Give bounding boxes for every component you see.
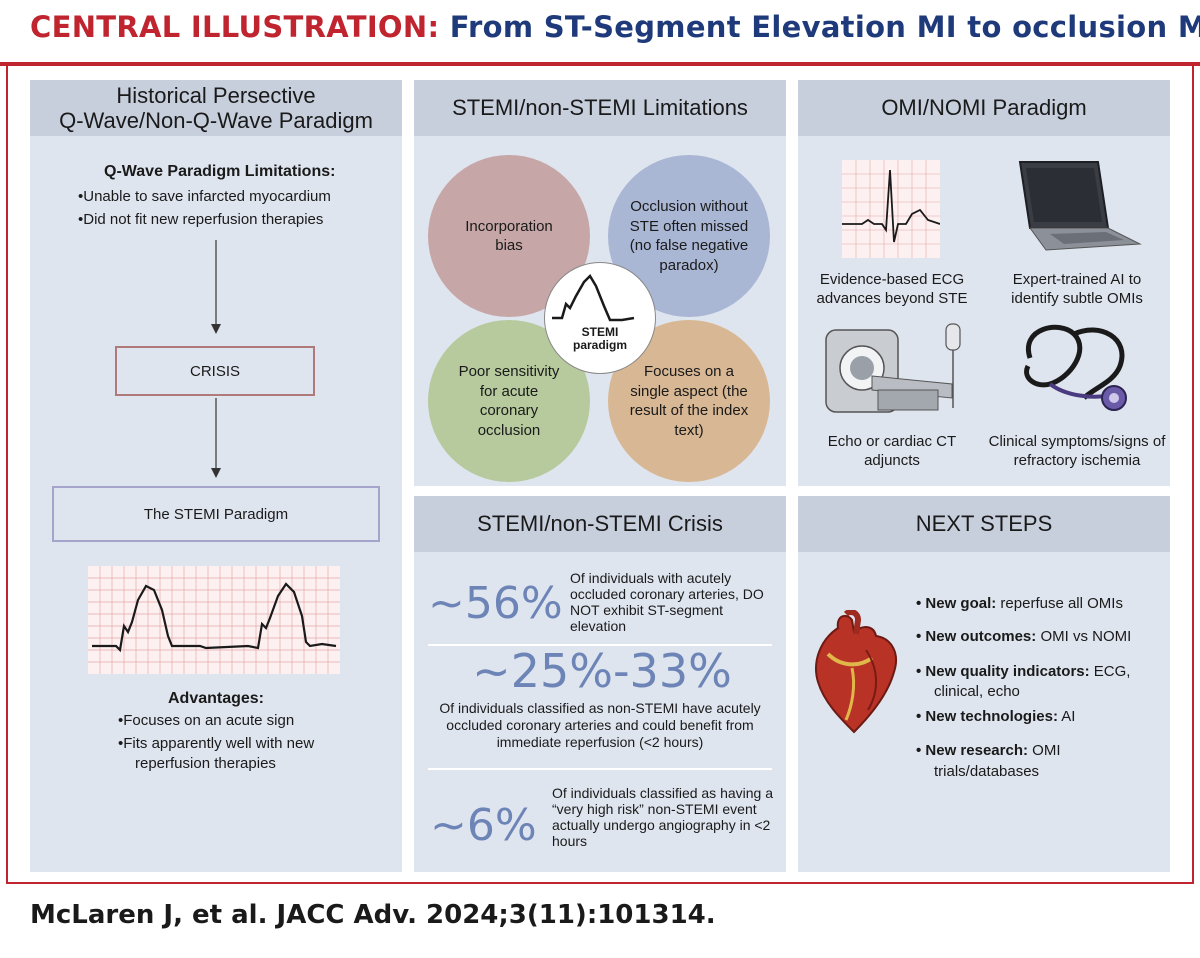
header-label: CENTRAL ILLUSTRATION:: [30, 10, 440, 44]
advantage-2: •Fits apparently well with new: [118, 735, 315, 752]
advantages-heading: Advantages:: [167, 690, 265, 707]
divider: [428, 768, 772, 770]
st-elevation-icon: [552, 273, 635, 322]
next-step-2-label: • New outcomes:: [916, 628, 1037, 645]
next-step-5-label: • New research:: [916, 742, 1028, 759]
ai-caption: Expert-trained AI to identify subtle OMI…: [1011, 271, 1143, 307]
stemi-paradigm-center-label: STEMI paradigm: [572, 325, 627, 352]
limitations-title: STEMI/non-STEMI Limitations: [452, 95, 748, 121]
advantage-1: •Focuses on an acute sign: [118, 712, 295, 729]
omi-panel: [798, 80, 1170, 486]
occlusion-missed-label: Occlusion without STE often missed (no f…: [629, 198, 749, 274]
stat-6-text: Of individuals classified as having a “v…: [552, 785, 774, 849]
next-step-2: • New outcomes: OMI vs NOMI: [916, 627, 1131, 647]
omi-title: OMI/NOMI Paradigm: [881, 95, 1087, 121]
single-aspect-label: Focuses on a single aspect (the result o…: [629, 363, 749, 439]
next-step-3-text: ECG,: [1089, 663, 1131, 680]
incorporation-bias-label: Incorporation bias: [465, 217, 553, 255]
ecg-strip-icon: [88, 566, 340, 674]
crisis-box: CRISIS: [115, 346, 315, 396]
stemi-paradigm-box: The STEMI Paradigm: [52, 486, 380, 542]
clinical-caption: Clinical symptoms/signs of refractory is…: [988, 433, 1166, 469]
next-step-1: • New goal: reperfuse all OMIs: [916, 594, 1123, 614]
ecg-caption: Evidence-based ECG advances beyond STE: [816, 271, 968, 307]
next-step-5: • New research: OMI: [916, 741, 1060, 761]
header-rule: [0, 62, 1200, 66]
crisis-label: CRISIS: [189, 362, 240, 380]
stat-56-value: ~56%: [428, 578, 563, 629]
header-subtitle: From ST-Segment Elevation MI to occlusio…: [449, 10, 1200, 44]
q-wave-limitation-2: •Did not fit new reperfusion therapies: [78, 211, 324, 228]
illustration-frame: CENTRAL ILLUSTRATION: From ST-Segment El…: [0, 0, 1200, 872]
stat-25-value: ~25%-33%: [472, 644, 732, 698]
crisis-panel: [414, 496, 786, 872]
next-step-4-label: • New technologies:: [916, 708, 1058, 725]
divider: [428, 644, 772, 646]
next-step-3: • New quality indicators: ECG,: [916, 662, 1130, 682]
citation: McLaren J, et al. JACC Adv. 2024;3(11):1…: [30, 900, 716, 930]
stat-25-text: Of individuals classified as non-STEMI h…: [439, 700, 761, 750]
stat-56-text: Of individuals with acutely occluded cor…: [570, 570, 764, 634]
ct-scanner-icon: [825, 323, 961, 413]
frame-border: [6, 66, 1194, 884]
next-step-1-label: • New goal:: [916, 595, 997, 612]
next-steps-panel-header: NEXT STEPS: [798, 496, 1170, 552]
next-step-5-text: OMI: [1027, 742, 1061, 759]
ecg-icon: [842, 160, 940, 258]
advantage-2-cont: reperfusion therapies: [135, 755, 276, 772]
q-wave-limitation-1: •Unable to save infarcted myocardium: [78, 188, 331, 205]
poor-sensitivity-label: Poor sensitivity for acute coronary occl…: [458, 363, 560, 439]
historical-title-line1: Historical Persective: [116, 82, 316, 108]
next-step-2-text: OMI vs NOMI: [1036, 628, 1132, 645]
next-steps-title: NEXT STEPS: [915, 511, 1053, 537]
poor-sensitivity-circle: Poor sensitivity for acute coronary occl…: [428, 320, 590, 482]
stethoscope-icon: [1024, 324, 1127, 411]
crisis-panel-header: STEMI/non-STEMI Crisis: [414, 496, 786, 552]
stemi-paradigm-label: The STEMI Paradigm: [143, 505, 289, 523]
laptop-icon: [1018, 161, 1142, 251]
next-step-5-cont: trials/databases: [934, 763, 1040, 780]
down-arrow-icon: [211, 240, 221, 334]
next-step-4: • New technologies: AI: [916, 707, 1075, 727]
historical-title-line2: Q-Wave/Non-Q-Wave Paradigm: [59, 108, 373, 133]
historical-panel-header: Historical Persective Q-Wave/Non-Q-Wave …: [30, 80, 402, 136]
header: CENTRAL ILLUSTRATION: From ST-Segment El…: [0, 0, 1200, 62]
crisis-title: STEMI/non-STEMI Crisis: [477, 511, 723, 537]
q-wave-limitations-heading: Q-Wave Paradigm Limitations:: [104, 163, 336, 180]
omi-panel-header: OMI/NOMI Paradigm: [798, 80, 1170, 136]
down-arrow-icon: [211, 398, 221, 478]
stemi-center-circle: [544, 262, 656, 374]
limitations-panel-header: STEMI/non-STEMI Limitations: [414, 80, 786, 136]
header-title: CENTRAL ILLUSTRATION: From ST-Segment El…: [30, 10, 1200, 44]
echo-caption: Echo or cardiac CT adjuncts: [827, 433, 957, 469]
next-step-3-label: • New quality indicators:: [916, 663, 1090, 680]
next-step-4-text: AI: [1057, 708, 1076, 725]
stat-6-value: ~6%: [430, 800, 537, 851]
heart-icon: [815, 610, 897, 734]
next-step-1-text: reperfuse all OMIs: [996, 595, 1123, 612]
next-step-3-cont: clinical, echo: [934, 683, 1020, 700]
